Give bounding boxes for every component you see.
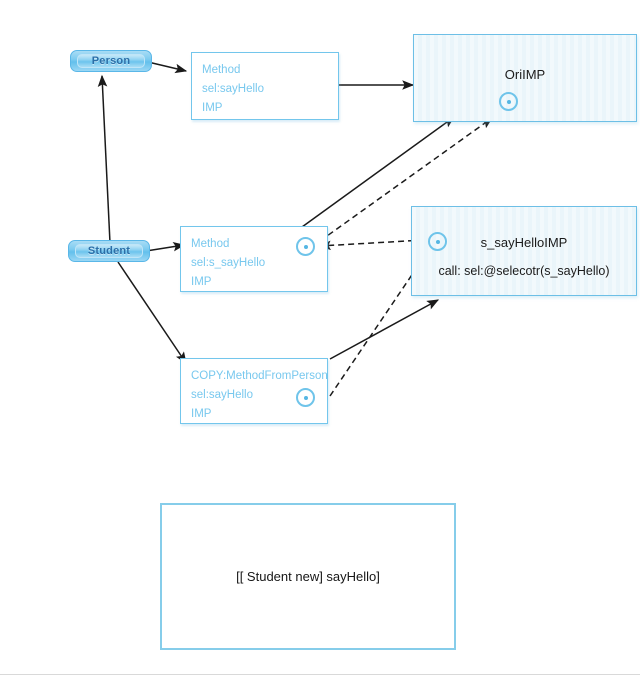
imp-subtitle-s-sayhello-imp: call: sel:@selecotr(s_sayHello) [438,264,610,278]
method-copy-method-lines: COPY:MethodFromPerson sel:sayHello IMP [191,367,328,424]
edge-student-to-person [97,74,111,244]
imp-title-s-sayhello-imp: s_sayHelloIMP [480,235,568,250]
method-person-method-line3: IMP [202,102,223,114]
edge-copy-method-to-s-sayhello-imp [329,299,440,360]
imp-node-s-sayhello-imp[interactable]: s_sayHelloIMP call: sel:@selecotr(s_sayH… [411,206,637,296]
edge-copy-method-imp-to-s-sayhello-imp-circle [329,256,425,397]
edge-student-to-copy-method [117,261,187,364]
imp-pointer-circle-student-method[interactable] [296,237,315,256]
method-person-method-line1: Method [202,64,241,76]
imp-pointer-circle-s-sayhello-imp[interactable] [428,232,447,251]
class-label-student: Student [87,245,131,257]
imp-title-ori-imp: OriIMP [504,67,546,82]
method-student-method-line3: IMP [191,276,212,288]
class-node-person[interactable]: Person [70,50,152,72]
method-node-person-method[interactable]: Method sel:sayHello IMP [191,52,339,120]
class-label-person: Person [91,55,131,67]
method-student-method-line1: Method [191,238,230,250]
imp-pointer-circle-copy-method[interactable] [296,388,315,407]
edge-s-sayhello-imp-to-student-method-imp [318,239,425,251]
method-copy-method-line2: sel:sayHello [191,389,253,401]
code-box[interactable]: [[ Student new] sayHello] [160,503,456,650]
method-student-method-line2: sel:s_sayHello [191,257,266,269]
method-node-copy-method[interactable]: COPY:MethodFromPerson sel:sayHello IMP [180,358,328,424]
person-pill-inner [77,54,145,68]
method-student-method-lines: Method sel:s_sayHello IMP [191,235,319,292]
method-copy-method-line1: COPY:MethodFromPerson [191,370,328,382]
class-node-student[interactable]: Student [68,240,150,262]
imp-node-ori-imp[interactable]: OriIMP [413,34,637,122]
student-pill-inner [75,244,143,258]
method-person-method-line2: sel:sayHello [202,83,264,95]
method-node-student-method[interactable]: Method sel:s_sayHello IMP [180,226,328,292]
bottom-divider [0,674,640,675]
code-box-text: [[ Student new] sayHello] [236,569,380,584]
edge-person-to-person-method [147,61,188,74]
method-person-method-lines: Method sel:sayHello IMP [202,61,330,118]
edge-student-to-student-method [145,241,186,252]
imp-pointer-circle-ori-imp[interactable] [499,92,518,111]
method-copy-method-line3: IMP [191,408,212,420]
